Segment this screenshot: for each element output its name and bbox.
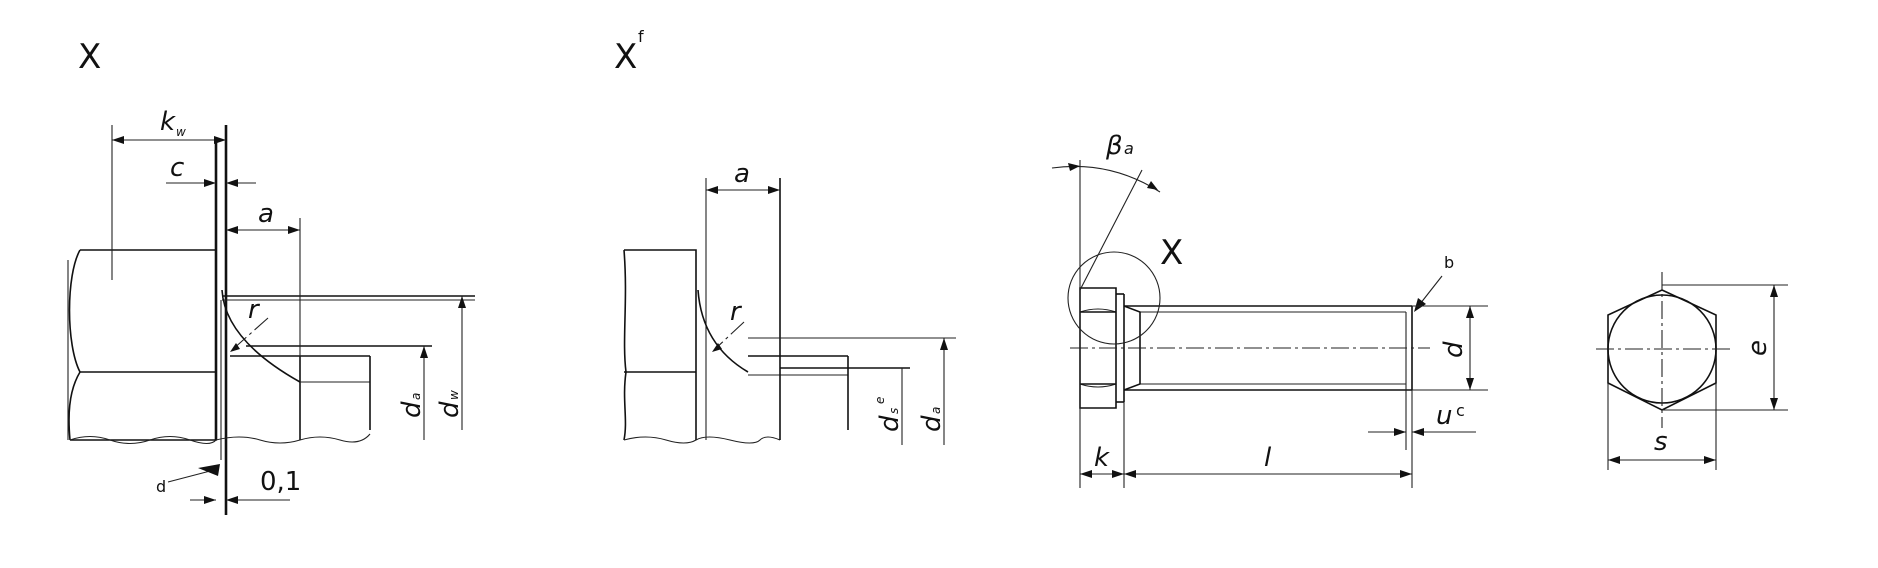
dw-label: d xyxy=(435,401,465,418)
bolt-side-view: X β a b d u c k xyxy=(1051,131,1488,488)
r-label: r xyxy=(248,295,261,325)
kw-label: k xyxy=(160,107,176,137)
c-label: c xyxy=(170,153,184,183)
da-label: d xyxy=(397,401,427,418)
d-label: d xyxy=(1439,341,1469,358)
head-outline xyxy=(70,249,217,441)
detail-x-right: X f a r d s e d a xyxy=(614,27,956,445)
detail-circle xyxy=(1067,251,1161,345)
beta-arc xyxy=(1051,165,1161,193)
da-sub-2: a xyxy=(929,407,943,414)
hex-end-view: e s xyxy=(1596,272,1788,470)
detail-x-left: X k w c xyxy=(67,37,475,515)
da-label-2: d xyxy=(917,415,947,432)
ds-label: d xyxy=(875,415,905,432)
u-label: u xyxy=(1436,401,1452,431)
u-sup: c xyxy=(1456,401,1465,420)
beta-label: β xyxy=(1105,131,1123,161)
dim-01-label: 0,1 xyxy=(260,467,301,497)
ds-sub: s xyxy=(887,408,901,414)
ds-sup: e xyxy=(873,397,887,404)
bolt-x-label: X xyxy=(1160,233,1183,273)
da-sub: a xyxy=(409,393,423,400)
k-label: k xyxy=(1094,443,1110,473)
note-d-label: d xyxy=(156,477,166,496)
kw-sub: w xyxy=(176,125,186,139)
beta-sub: a xyxy=(1124,139,1134,158)
a-label: a xyxy=(258,199,274,229)
fillet-curve-2 xyxy=(697,289,749,373)
detail-xf-title: X xyxy=(614,37,637,77)
s-label: s xyxy=(1654,427,1668,457)
head-outline-2 xyxy=(624,249,697,440)
e-label: e xyxy=(1743,340,1773,356)
note-b-label: b xyxy=(1444,253,1454,272)
dw-sub: w xyxy=(447,390,461,400)
fillet-curve xyxy=(221,289,301,383)
r-label-2: r xyxy=(730,297,743,327)
a-label-2: a xyxy=(734,159,750,189)
detail-x-title: X xyxy=(78,37,101,77)
l-label: l xyxy=(1264,443,1272,473)
head-chamfer-curve xyxy=(68,249,81,441)
detail-xf-sup: f xyxy=(638,27,644,46)
